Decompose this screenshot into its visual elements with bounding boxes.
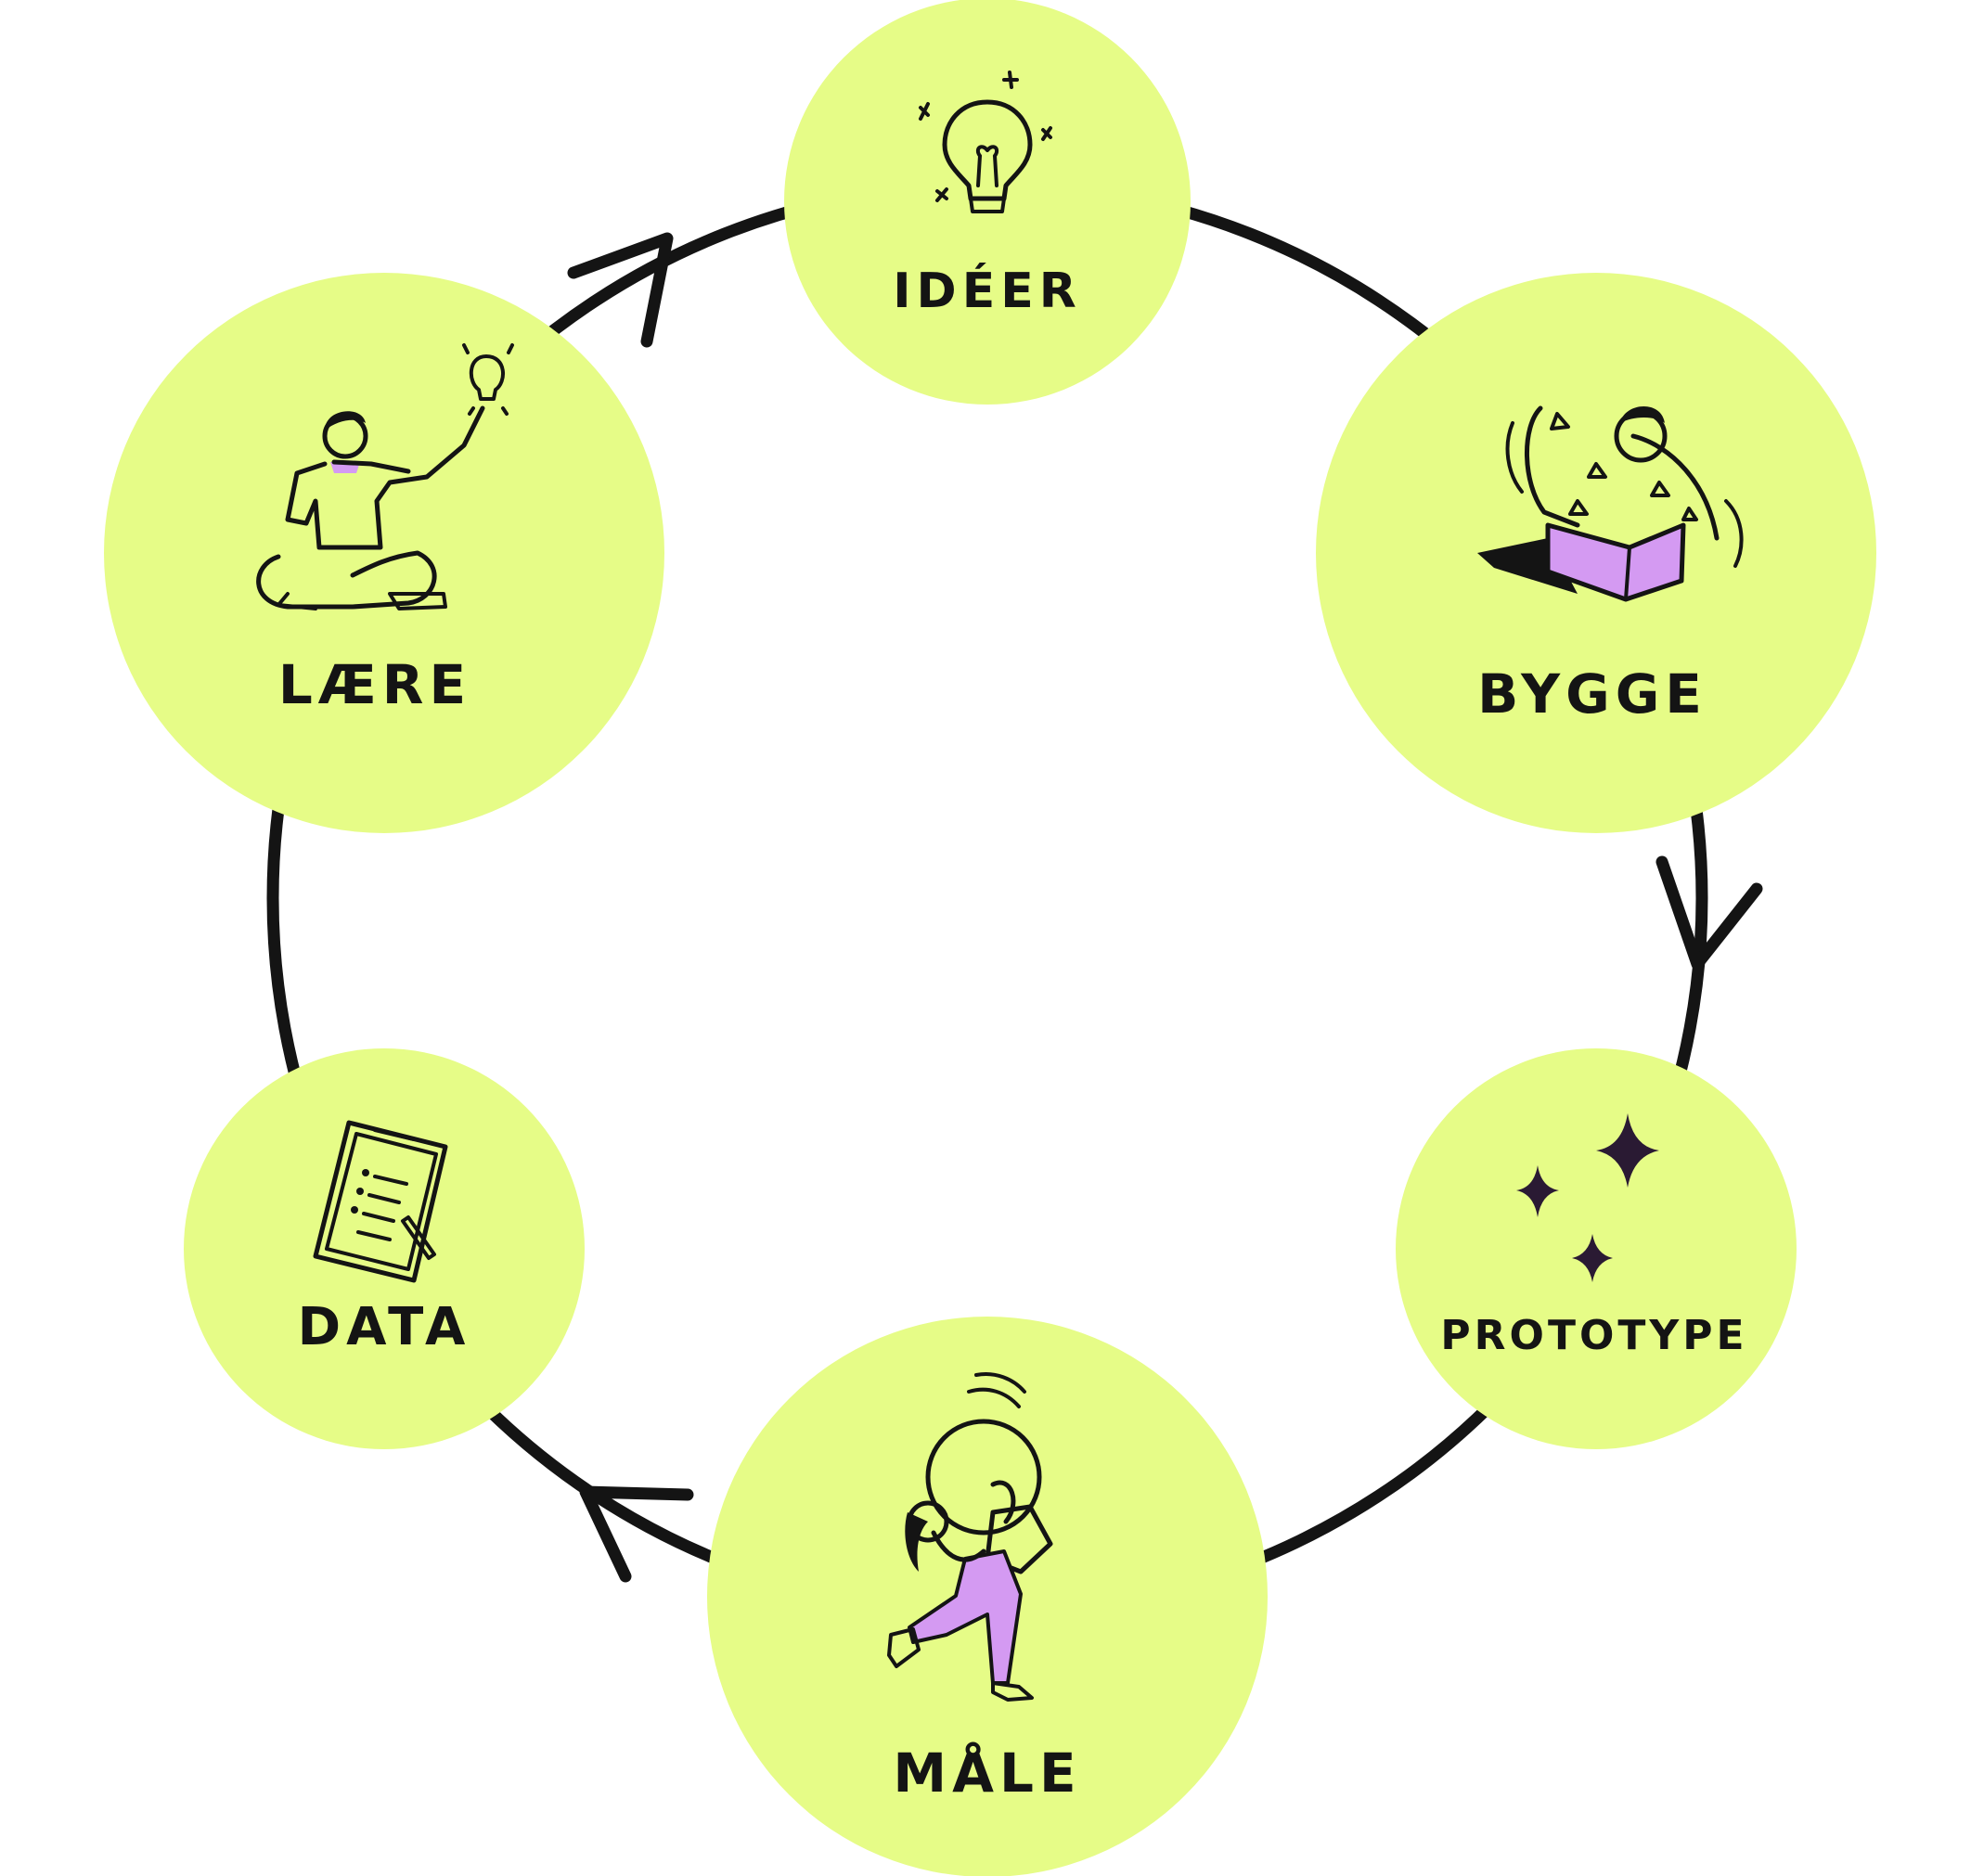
sparkle-left <box>1516 1165 1559 1217</box>
node-bygge-label: BYGGE <box>1477 662 1707 726</box>
node-data-circle <box>184 1048 585 1449</box>
node-laere-label: LÆRE <box>278 653 471 716</box>
person-building-box-icon <box>1477 405 1744 602</box>
node-ideer-label: IDÉER <box>893 263 1082 319</box>
node-laere: LÆRE <box>104 273 664 833</box>
clipboard-icon <box>313 1120 448 1283</box>
node-bygge: BYGGE <box>1316 273 1876 833</box>
node-laere-circle <box>104 273 664 833</box>
sparkles-icon <box>1516 1113 1659 1282</box>
arrow-bygge-to-prototype <box>1655 855 1763 970</box>
node-maale: MÅLE <box>707 1317 1268 1876</box>
person-carrying-bulb-icon <box>887 1372 1053 1702</box>
sparkle-bottom <box>1572 1234 1613 1282</box>
lightbulb-icon <box>919 71 1052 213</box>
node-ideer-circle <box>784 0 1191 405</box>
node-maale-label: MÅLE <box>893 1741 1081 1805</box>
sparkle-large <box>1596 1113 1659 1188</box>
node-data: DATA <box>184 1048 585 1449</box>
arrow-laere-to-ideer <box>567 232 674 348</box>
node-prototype-label: PROTOTYPE <box>1440 1312 1747 1359</box>
node-ideer: IDÉER <box>784 0 1191 405</box>
person-sitting-idea-icon <box>256 343 514 610</box>
node-prototype: PROTOTYPE <box>1396 1048 1797 1449</box>
node-data-label: DATA <box>298 1297 471 1357</box>
arrow-maale-to-data <box>579 1485 694 1583</box>
